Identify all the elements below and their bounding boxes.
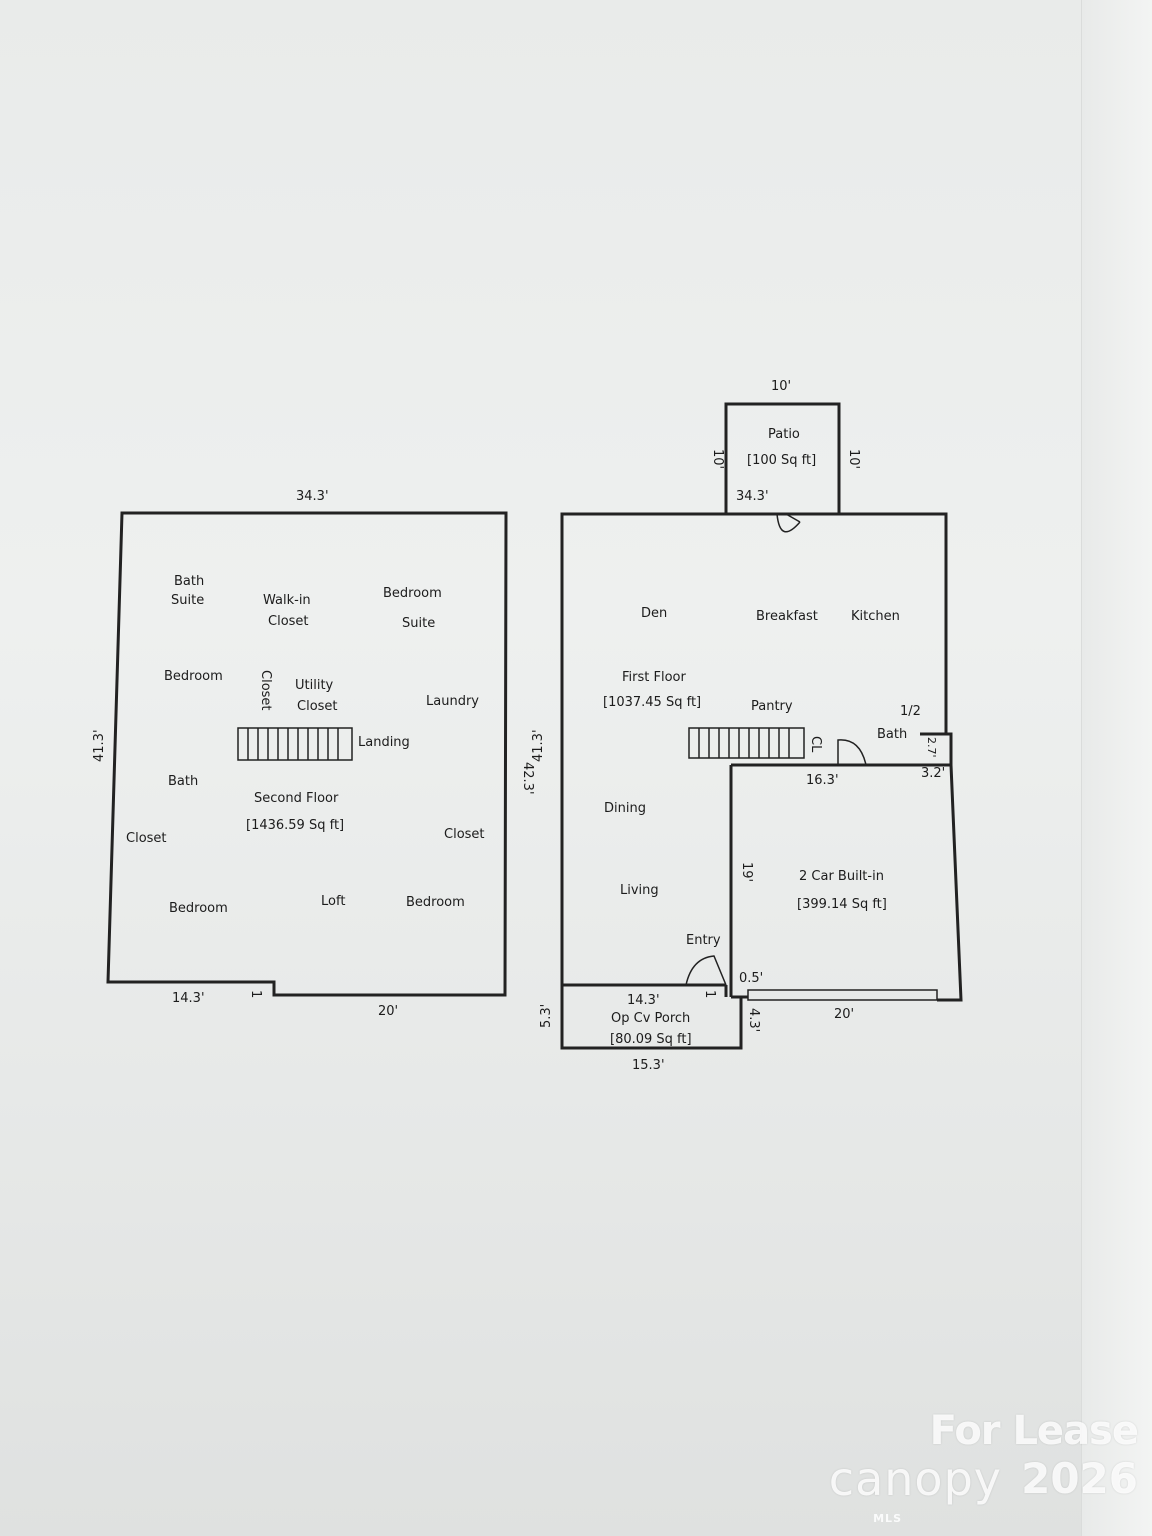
sf-bath-suite-label-2: Suite (171, 593, 204, 608)
ff-half-bath-fraction: 1/2 (900, 704, 921, 719)
sf-bottom-right-dim: 20' (378, 1004, 398, 1019)
ff-garage-area: [399.14 Sq ft] (797, 897, 887, 912)
paper-edge (1081, 0, 1152, 1536)
patio-door-swing (776, 513, 801, 533)
patio-area: [100 Sq ft] (747, 453, 816, 468)
sf-bath-label: Bath (168, 774, 198, 789)
ff-porch-label: Op Cv Porch (611, 1011, 690, 1026)
patio-left-dim: 10' (710, 449, 725, 469)
garage-outline (731, 763, 963, 1002)
sf-landing-label: Landing (358, 735, 410, 750)
sf-bedroom-suite-label-2: Suite (402, 616, 435, 631)
sf-top-dim: 34.3' (296, 489, 329, 504)
second-floor-outline (106, 511, 508, 997)
sf-bedroom-se-label: Bedroom (406, 895, 465, 910)
sf-title-label: Second Floor (254, 791, 339, 806)
ff-den-label: Den (641, 606, 667, 621)
ff-dim-16-3: 16.3' (806, 773, 839, 788)
ff-living-label: Living (620, 883, 659, 898)
patio-outline (724, 402, 841, 516)
ff-left-dim: 41.3' (531, 729, 546, 762)
sf-utility-label-2: Closet (297, 699, 338, 714)
sf-step-dim: 1 (248, 990, 263, 998)
ff-area-label: [1037.45 Sq ft] (603, 695, 701, 710)
ff-top-dim: 34.3' (736, 489, 769, 504)
ff-dim-1: 1 (702, 990, 717, 998)
first-floor-plan: 10' 10' 10' Patio [100 Sq ft] 34.3' 41.3… (531, 379, 963, 1073)
ff-pantry-label: Pantry (751, 699, 793, 714)
second-floor-plan: 34.3' 41.3' 42.3' 14.3' 20' 1 Bath Suite… (92, 489, 535, 1019)
sf-right-dim: 42.3' (520, 762, 535, 795)
ff-dim-2-7: 2.7' (925, 737, 938, 758)
listing-watermark: For Lease canopy 2026 MLS (802, 1408, 1142, 1528)
watermark-brand: canopy (828, 1452, 1002, 1506)
patio-label: Patio (768, 427, 800, 442)
sf-loft-label: Loft (321, 894, 345, 909)
sf-left-dim: 41.3' (92, 729, 107, 762)
ff-dim-19: 19' (739, 862, 754, 882)
sf-bedroom-sw-label: Bedroom (169, 901, 228, 916)
ff-dim-3-2: 3.2' (921, 766, 945, 781)
sf-bedroom-nw-label: Bedroom (164, 669, 223, 684)
sf-bedroom-suite-label-1: Bedroom (383, 586, 442, 601)
garage-door (747, 989, 938, 1001)
ff-title-label: First Floor (622, 670, 686, 685)
ff-dim-20: 20' (834, 1007, 854, 1022)
ff-dim-15-3: 15.3' (632, 1058, 665, 1073)
ff-dim-4-3: 4.3' (746, 1008, 761, 1032)
sf-walkin-label-2: Closet (268, 614, 309, 629)
first-floor-outline-right (839, 512, 948, 734)
patio-right-dim: 10' (846, 449, 861, 469)
ff-dim-14-3: 14.3' (627, 993, 660, 1008)
watermark-mls: MLS (873, 1512, 902, 1525)
ff-kitchen-label: Kitchen (851, 609, 900, 624)
ff-half-bath-label: Bath (877, 727, 907, 742)
sf-walkin-label-1: Walk-in (263, 593, 311, 608)
sf-area-label: [1436.59 Sq ft] (246, 818, 344, 833)
sf-closet-east-label: Closet (444, 827, 485, 842)
sf-closet-vertical-label: Closet (258, 670, 273, 711)
watermark-status: For Lease (929, 1408, 1139, 1454)
sf-bath-suite-label-1: Bath (174, 574, 204, 589)
ff-entry-label: Entry (686, 933, 721, 948)
ff-dim-5-3: 5.3' (539, 1004, 554, 1028)
second-floor-stairs (237, 727, 353, 761)
ff-breakfast-label: Breakfast (756, 609, 818, 624)
sf-closet-west-label: Closet (126, 831, 167, 846)
first-floor-outline (560, 512, 726, 987)
watermark-year: 2026 (1021, 1454, 1138, 1503)
porch-outline (560, 985, 743, 1050)
first-floor-stairs (688, 727, 805, 759)
sf-bottom-left-dim: 14.3' (172, 991, 205, 1006)
sf-utility-label-1: Utility (295, 678, 334, 693)
ff-dim-0-5: 0.5' (739, 971, 763, 986)
entry-door-swing (685, 955, 727, 986)
ff-porch-area: [80.09 Sq ft] (610, 1032, 692, 1047)
patio-top-dim: 10' (771, 379, 791, 394)
sf-laundry-label: Laundry (426, 694, 479, 709)
ff-dining-label: Dining (604, 801, 646, 816)
ff-garage-label: 2 Car Built-in (799, 869, 884, 884)
ff-cl-label: CL (808, 736, 823, 753)
bath-door-swing (837, 739, 867, 766)
